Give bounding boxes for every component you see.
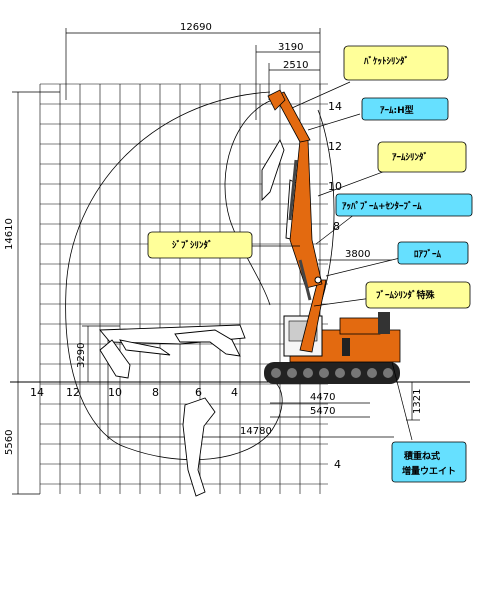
dim-boom-offset: 3800 [345, 249, 370, 260]
ghost-cylinder-up [261, 138, 285, 202]
below-mark-4: 4 [334, 458, 341, 471]
callout-jib-cylinder-text: ｼﾞﾌﾞｼﾘﾝﾀﾞ [172, 239, 213, 251]
reach-mark-8: 8 [152, 386, 159, 399]
height-mark-12: 12 [328, 140, 342, 153]
dim-machine-length: 5470 [310, 406, 335, 417]
reach-mark-10: 10 [108, 386, 122, 399]
dim-overall-reach: 12690 [180, 22, 212, 33]
track-roller [303, 368, 313, 378]
dimension-lines [12, 28, 420, 495]
dim-top-offset-2: 2510 [283, 60, 308, 71]
boom-pin [314, 276, 322, 284]
callout-jib-cylinder [147, 231, 253, 259]
callout-boom-cylinder-text: ﾌﾞｰﾑｼﾘﾝﾀﾞ特殊 [376, 289, 436, 301]
lower-boom [299, 279, 327, 353]
callout-counterweight [391, 441, 467, 483]
callout-upper-boom [335, 193, 473, 217]
callout-leaders [250, 81, 413, 441]
callout-arm-type [361, 97, 449, 121]
callout-bucket-cylinder-text: ﾊﾞｹｯﾄｼﾘﾝﾀﾞ [363, 55, 409, 67]
bucket [267, 89, 286, 111]
reach-mark-4: 4 [231, 386, 238, 399]
callout-arm-cylinder [377, 141, 467, 173]
track-roller [351, 368, 361, 378]
ghost-arm-down [182, 397, 216, 497]
track-roller [319, 368, 329, 378]
ghost-bucket-low [99, 339, 131, 379]
callout-arm-type-text: ｱｰﾑ:H型 [380, 104, 414, 116]
callout-counterweight-line1: 積重ね式 [403, 450, 440, 462]
ghost-jib [174, 329, 241, 357]
dim-counterweight-height: 1321 [412, 389, 423, 414]
callout-counterweight-line2: 増量ウエイト [402, 465, 456, 477]
step-ladder [342, 338, 350, 356]
track-rollers [271, 368, 393, 378]
arm-cylinder [288, 159, 298, 221]
height-mark-10: 10 [328, 180, 342, 193]
callout-arm-cylinder-text: ｱｰﾑｼﾘﾝﾀﾞ [392, 151, 428, 163]
dim-low-height: 3290 [76, 343, 87, 368]
engine-hood [339, 317, 381, 335]
callout-lower-boom-text: ﾛｱﾌﾞｰﾑ [414, 248, 442, 260]
crawler-track [264, 362, 400, 384]
reach-mark-12: 12 [66, 386, 80, 399]
exhaust-stack [378, 312, 390, 334]
track-roller [335, 368, 345, 378]
callout-boom-cylinder [365, 281, 471, 309]
height-mark-8: 8 [333, 220, 340, 233]
track-roller [383, 368, 393, 378]
callout-bucket-cylinder [343, 45, 449, 81]
reach-mark-14: 14 [30, 386, 44, 399]
boom-cylinder [298, 259, 312, 301]
ghost-cylinder [119, 339, 171, 356]
callout-upper-boom-text: ｱｯﾊﾟﾌﾞｰﾑ+ｾﾝﾀｰﾌﾞｰﾑ [342, 200, 422, 212]
dim-track-length: 4470 [310, 392, 335, 403]
dim-max-reach-floor: 14780 [240, 426, 272, 437]
machine [264, 89, 401, 384]
callouts: ﾊﾞｹｯﾄｼﾘﾝﾀﾞ ｱｰﾑ:H型 ｱｰﾑｼﾘﾝﾀﾞ ｱｯﾊﾟﾌﾞｰﾑ+ｾﾝﾀｰ… [147, 45, 473, 483]
track-roller [367, 368, 377, 378]
track-roller [271, 368, 281, 378]
arm [274, 91, 311, 143]
track-roller [287, 368, 297, 378]
height-mark-14: 14 [328, 100, 342, 113]
reach-envelope [65, 91, 335, 461]
reach-mark-6: 6 [195, 386, 202, 399]
dim-max-height: 14610 [4, 218, 15, 250]
grid [39, 83, 328, 494]
dim-top-offset-1: 3190 [278, 42, 303, 53]
dim-max-depth: 5560 [4, 430, 15, 455]
callout-lower-boom [397, 241, 469, 265]
